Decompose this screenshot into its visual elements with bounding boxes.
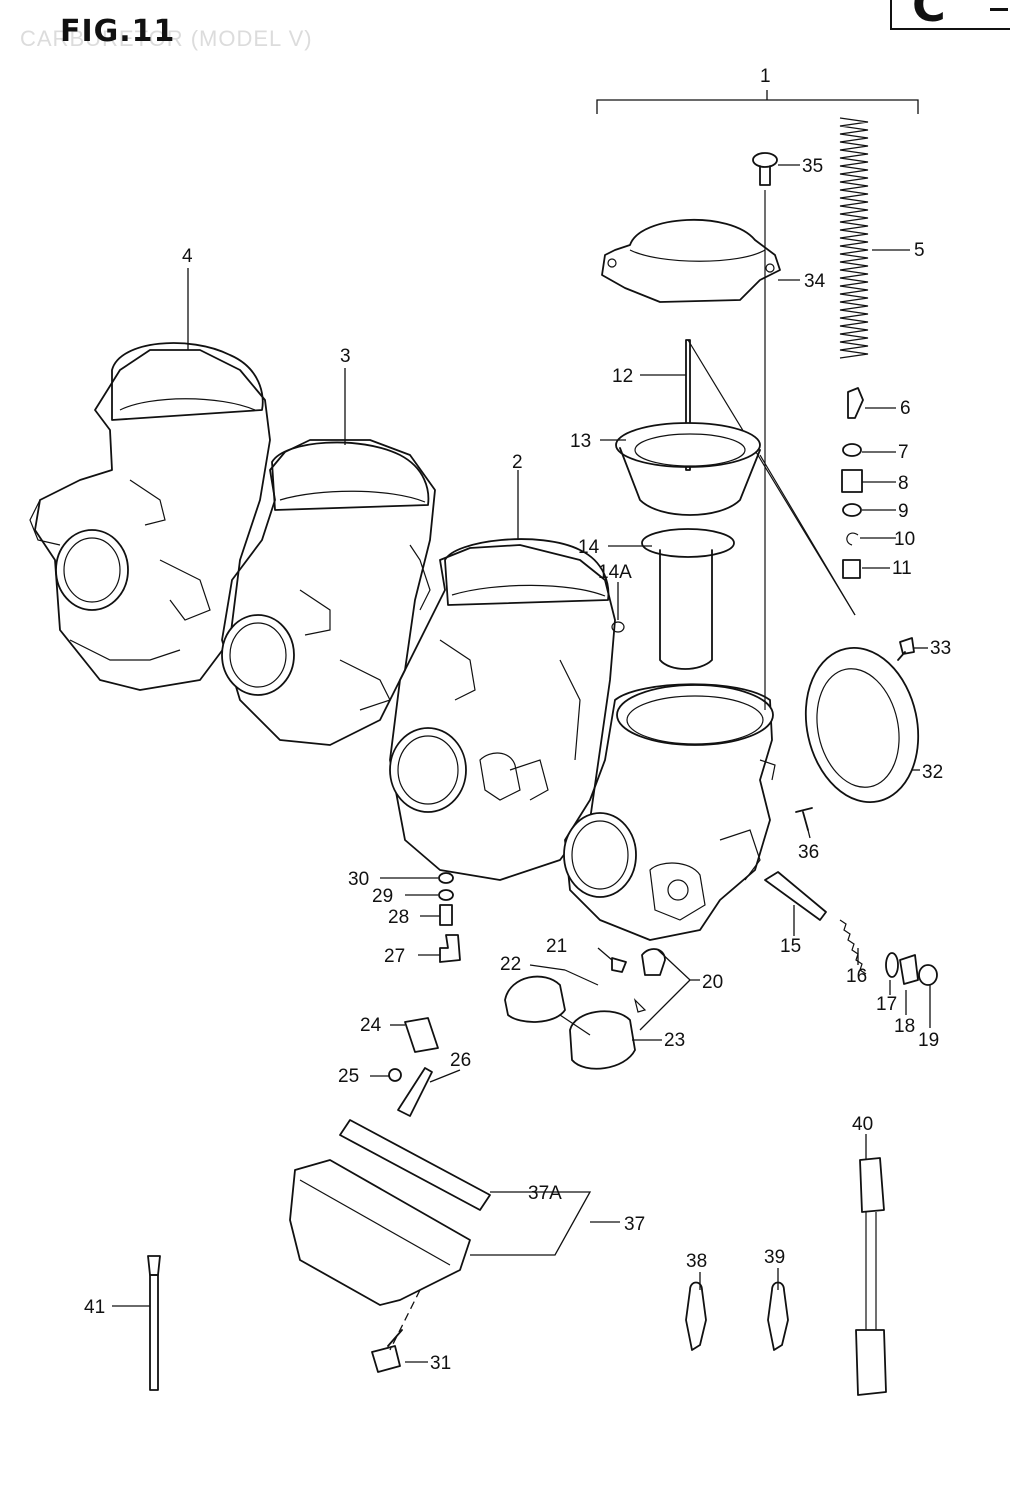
label-7: 7 [898, 442, 909, 463]
figure-title: FIG.11 [60, 14, 176, 49]
label-36: 36 [798, 842, 819, 863]
label-19: 19 [918, 1030, 939, 1051]
fitting-38 [685, 1281, 707, 1351]
label-37: 37 [624, 1214, 645, 1235]
label-33: 33 [930, 638, 951, 659]
label-28: 28 [388, 907, 409, 928]
bracket-part-1 [596, 99, 919, 114]
label-10: 10 [894, 529, 915, 550]
label-32: 32 [922, 762, 943, 783]
label-18: 18 [894, 1016, 915, 1037]
top-cap-34 [601, 218, 781, 303]
fitting-39 [767, 1281, 789, 1351]
label-1: 1 [760, 66, 771, 87]
label-3: 3 [340, 346, 351, 367]
label-4: 4 [182, 246, 193, 267]
screw-35 [752, 152, 778, 186]
harness-40 [855, 1157, 887, 1396]
label-34: 34 [804, 271, 826, 292]
carburetor-4 [29, 342, 271, 691]
spring-5 [839, 117, 869, 359]
label-37a: 37A [528, 1183, 562, 1204]
label-15: 15 [780, 936, 801, 957]
label-14a: 14A [598, 562, 632, 583]
screw-36 [795, 807, 813, 831]
leader-lines [112, 164, 931, 1363]
carburetor-1-body [563, 683, 776, 941]
label-25: 25 [338, 1066, 359, 1087]
label-30: 30 [348, 869, 369, 890]
label-21: 21 [546, 936, 567, 957]
label-12: 12 [612, 366, 633, 387]
label-5: 5 [914, 240, 925, 261]
label-29: 29 [372, 886, 393, 907]
label-39: 39 [764, 1247, 785, 1268]
carburetor-3 [221, 439, 436, 746]
shaft-15 [764, 871, 827, 921]
part-labels: 1 2 3 4 5 6 7 8 9 10 11 12 13 14 14A 15 … [84, 66, 951, 1374]
screw-19 [918, 964, 938, 986]
label-16: 16 [846, 966, 867, 987]
diaphragm-13 [615, 422, 761, 516]
screw-33 [897, 637, 915, 661]
needle-guide-line-2 [759, 454, 856, 616]
label-24: 24 [360, 1015, 382, 1036]
label-9: 9 [898, 501, 909, 522]
small-parts-24-30 [388, 872, 461, 1117]
faint-header: CARBURETOR (MODEL V) [20, 26, 313, 51]
float-assembly-20-23 [504, 948, 666, 1070]
corner-letter: C [912, 0, 946, 32]
o-ring-14a [611, 621, 625, 633]
corner-box [890, 0, 1010, 30]
washer-17 [885, 952, 899, 978]
label-31: 31 [430, 1353, 451, 1374]
label-23: 23 [664, 1030, 685, 1051]
spring-16 [839, 919, 867, 975]
cover-32 [804, 646, 920, 804]
label-20: 20 [702, 972, 723, 993]
label-14: 14 [578, 537, 600, 558]
float-bowl-37 [289, 1119, 491, 1351]
label-2: 2 [512, 452, 523, 473]
label-26: 26 [450, 1050, 471, 1071]
label-17: 17 [876, 994, 897, 1015]
drain-bolt-31 [371, 1329, 403, 1373]
label-40: 40 [852, 1114, 873, 1135]
label-8: 8 [898, 473, 909, 494]
corner-dash [990, 8, 1008, 11]
label-11: 11 [892, 558, 912, 579]
label-6: 6 [900, 398, 911, 419]
label-13: 13 [570, 431, 591, 452]
piston-14 [641, 528, 735, 670]
label-35: 35 [802, 156, 823, 177]
o-ring-18 [899, 954, 919, 985]
rod-41 [147, 1255, 161, 1391]
label-27: 27 [384, 946, 405, 967]
label-22: 22 [500, 954, 521, 975]
label-41: 41 [84, 1297, 105, 1318]
parts-stack-6-11 [841, 387, 864, 579]
label-38: 38 [686, 1251, 707, 1272]
